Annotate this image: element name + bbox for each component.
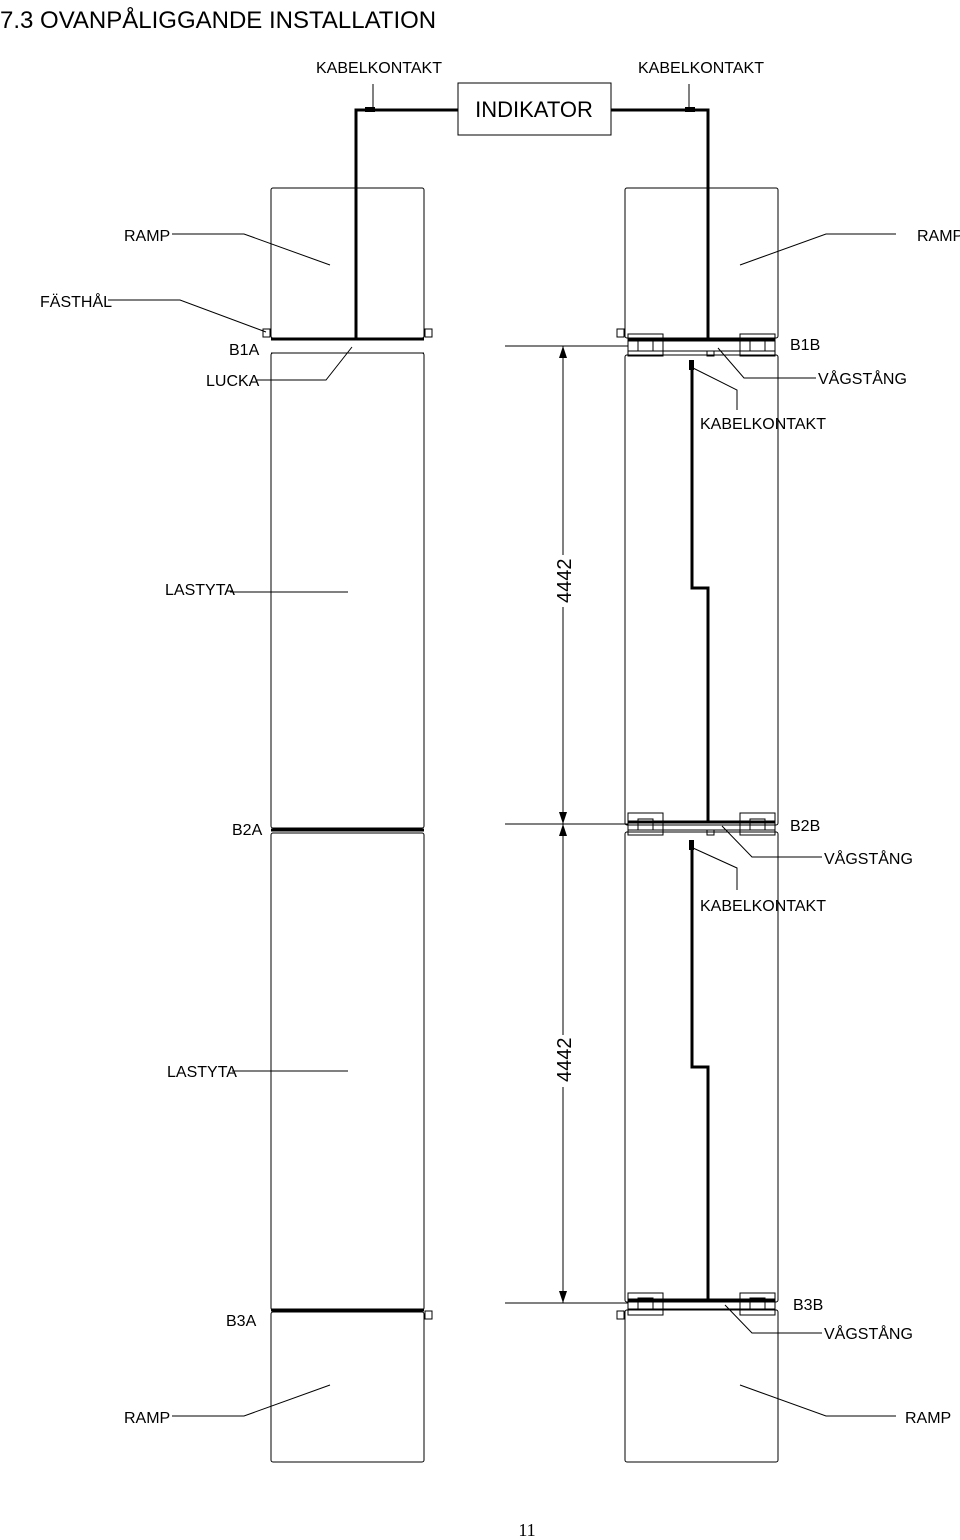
left-track (262, 187, 433, 1463)
fasthal-tab (616, 328, 625, 338)
label-b2a: B2A (232, 822, 263, 839)
ramp-panel-right-top (624, 187, 779, 339)
label-ramp-bottom-right: RAMP (905, 1410, 951, 1427)
cable-b2b-b3b (690, 845, 710, 1300)
label-kabelkontakt-top-left: KABELKONTAKT (316, 60, 442, 77)
page-title: 7.3 OVANPÅLIGGANDE INSTALLATION (0, 6, 436, 34)
label-ramp-top-right: RAMP (917, 228, 960, 245)
dimension-1: 4442 (505, 345, 628, 825)
label-b1b: B1B (790, 337, 820, 354)
fasthal-tab (262, 328, 271, 338)
label-ramp-top-left: RAMP (124, 228, 170, 245)
fasthal-tab (424, 1310, 433, 1320)
ramp-panel-left-top (270, 187, 425, 339)
label-fasthal: FÄSTHÅL (40, 292, 112, 311)
dimension-2: 4442 (505, 824, 628, 1304)
ramp-panel-right-bottom (624, 1309, 779, 1463)
label-kabelkontakt-1: KABELKONTAKT (700, 416, 826, 433)
label-lucka: LUCKA (206, 373, 260, 390)
weighbeam-b1b (627, 333, 776, 370)
dimension-label: 4442 (554, 1038, 576, 1083)
label-ramp-bottom-left: RAMP (124, 1410, 170, 1427)
label-lastyta-2: LASTYTA (167, 1064, 237, 1081)
fasthal-tab (424, 328, 433, 338)
weighbeam-b3b (627, 1292, 776, 1316)
label-kabelkontakt-top-right: KABELKONTAKT (638, 60, 764, 77)
load-panel-left-1 (270, 352, 425, 829)
cable-left (354, 107, 458, 340)
label-b3a: B3A (226, 1313, 257, 1330)
label-b1a: B1A (229, 342, 260, 359)
label-lastyta-1: LASTYTA (165, 582, 235, 599)
ramp-panel-left-bottom (270, 1311, 425, 1463)
indicator-box: INDIKATOR (457, 82, 612, 136)
load-panel-right-2 (624, 831, 779, 1303)
label-vagstang-2: VÅGSTÅNG (824, 849, 913, 868)
fasthal-tab (616, 1310, 625, 1320)
label-vagstang-1: VÅGSTÅNG (818, 369, 907, 388)
right-track (616, 187, 779, 1463)
label-b3b: B3B (793, 1297, 823, 1314)
cable-b1b-b2b (690, 365, 710, 822)
label-kabelkontakt-2: KABELKONTAKT (700, 898, 826, 915)
dimension-label: 4442 (554, 559, 576, 604)
page-number: 11 (518, 1520, 535, 1540)
load-panel-right-1 (624, 354, 779, 826)
cable-right (611, 107, 710, 340)
label-b2b: B2B (790, 818, 820, 835)
label-vagstang-3: VÅGSTÅNG (824, 1324, 913, 1343)
indicator-label: INDIKATOR (475, 97, 593, 122)
